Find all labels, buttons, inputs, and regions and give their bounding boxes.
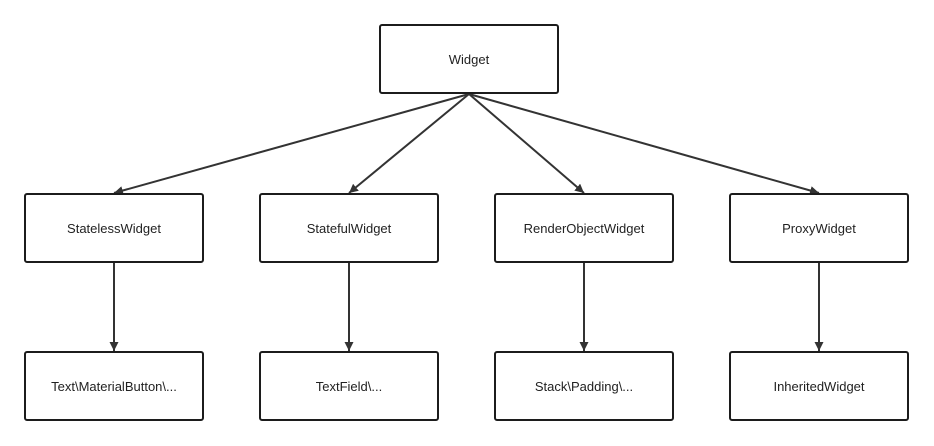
node-proxy-widget[interactable]: ProxyWidget [729,193,909,263]
node-label: Text\MaterialButton\... [51,378,177,394]
node-label: StatefulWidget [306,220,392,236]
node-textfield[interactable]: TextField\... [259,351,439,421]
edge-root-to-proxy [468,93,820,195]
node-stack-padding[interactable]: Stack\Padding\... [494,351,674,421]
node-label: TextField\... [315,378,383,394]
edge-root-to-render_object [468,93,585,194]
edge-root-to-stateless [113,93,470,195]
node-render-object-widget[interactable]: RenderObjectWidget [494,193,674,263]
node-label: InheritedWidget [773,378,865,394]
node-inherited-widget[interactable]: InheritedWidget [729,351,909,421]
node-text-materialbutton[interactable]: Text\MaterialButton\... [24,351,204,421]
node-stateless-widget[interactable]: StatelessWidget [24,193,204,263]
node-label: StatelessWidget [67,220,161,236]
node-widget[interactable]: Widget [379,24,559,94]
node-label: Widget [448,51,490,67]
edge-root-to-stateful [348,93,470,194]
node-stateful-widget[interactable]: StatefulWidget [259,193,439,263]
node-label: Stack\Padding\... [534,378,634,394]
node-label: ProxyWidget [782,220,856,236]
node-label: RenderObjectWidget [523,220,645,236]
